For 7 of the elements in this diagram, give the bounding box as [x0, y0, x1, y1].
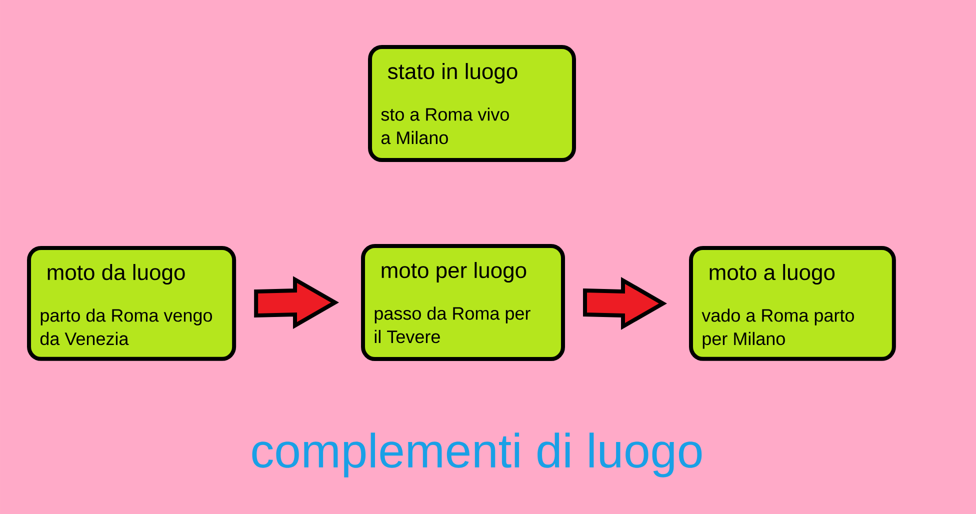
process-box: moto per luogo passo da Roma per il Tevere	[361, 244, 565, 362]
process-box: moto da luogo parto da Roma vengo da Venezia	[27, 246, 236, 361]
block-arrow	[254, 276, 340, 329]
process-box: moto a luogo vado a Roma parto per Milano	[689, 246, 896, 361]
process-box: stato in luogo sto a Roma vivo a Milano	[368, 45, 576, 162]
caption: complementi di luogo	[252, 432, 702, 478]
block-arrow	[583, 277, 668, 330]
